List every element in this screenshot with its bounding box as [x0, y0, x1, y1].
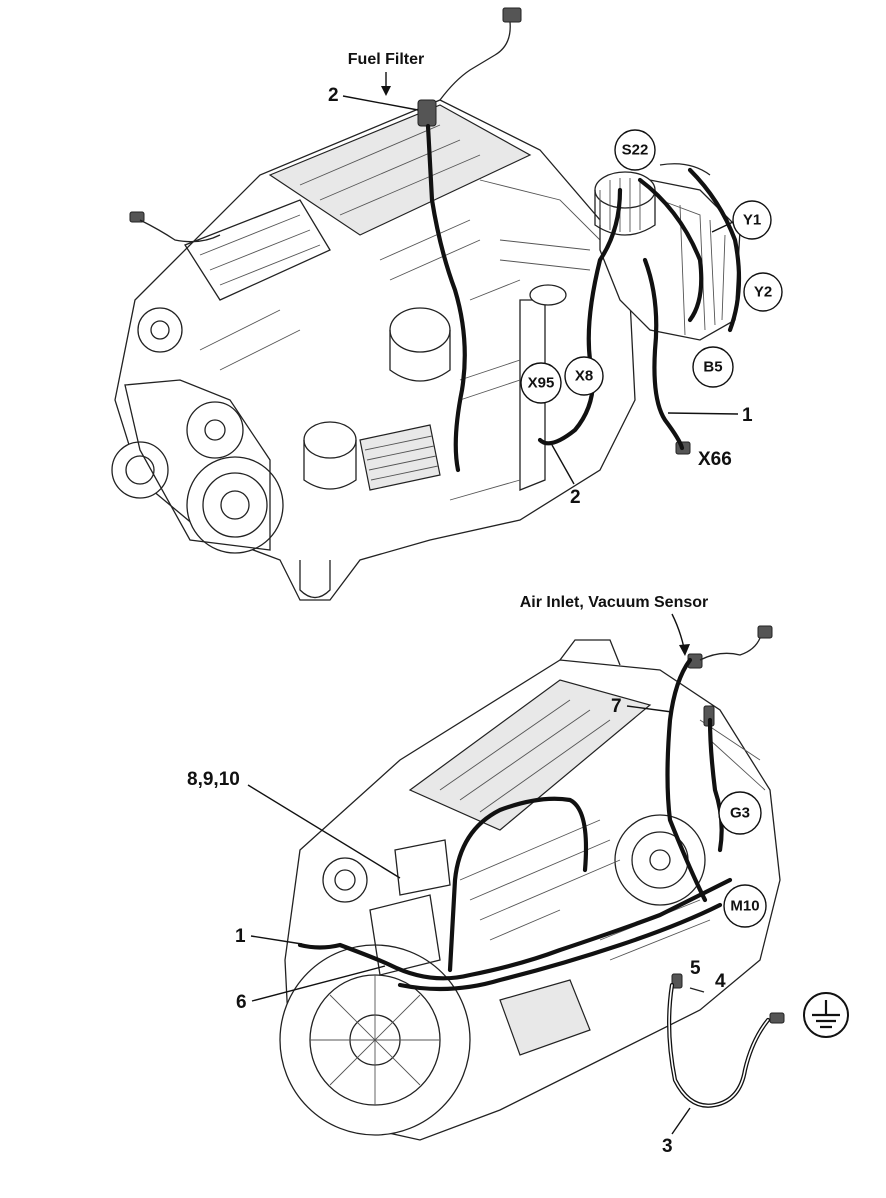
label-5: 5 — [690, 958, 701, 979]
label-3: 3 — [662, 1136, 673, 1157]
circle-s22: S22 — [622, 142, 649, 159]
label-7: 7 — [611, 696, 622, 717]
label-2-top: 2 — [328, 85, 339, 106]
circle-y1: Y1 — [743, 212, 761, 229]
bottom-harness — [297, 637, 771, 1108]
circle-x8: X8 — [575, 368, 593, 385]
top-harness — [139, 21, 742, 473]
ground-icon — [803, 992, 849, 1038]
turbo — [614, 814, 706, 906]
label-1-top: 1 — [742, 405, 753, 426]
fuel-pump-assembly — [599, 179, 741, 341]
circle-m10: M10 — [730, 898, 759, 915]
caption-air-inlet: Air Inlet, Vacuum Sensor — [520, 594, 709, 611]
circle-g3: G3 — [730, 805, 750, 822]
label-8-9-10: 8,9,10 — [187, 769, 240, 790]
starter — [499, 979, 591, 1056]
label-6: 6 — [236, 992, 247, 1013]
s22-canister — [594, 171, 656, 209]
label-2-bottom: 2 — [570, 487, 581, 508]
top-annotations: Fuel Filter 2 S22 Y1 Y2 B5 X95 X8 1 X66 … — [328, 51, 783, 508]
circle-y2: Y2 — [754, 284, 772, 301]
caption-fuel-filter: Fuel Filter — [348, 51, 424, 68]
top-engine-drawing — [111, 7, 741, 601]
circle-x95: X95 — [528, 375, 555, 392]
label-4: 4 — [715, 971, 726, 992]
circle-b5: B5 — [703, 359, 722, 376]
damper-pulley — [186, 456, 284, 554]
crank-pulley — [111, 441, 169, 499]
label-1-bottom: 1 — [235, 926, 246, 947]
label-x66: X66 — [698, 449, 732, 470]
bottom-annotations: Air Inlet, Vacuum Sensor 7 8,9,10 G3 M10… — [187, 594, 849, 1157]
bottom-engine-drawing — [279, 625, 785, 1141]
